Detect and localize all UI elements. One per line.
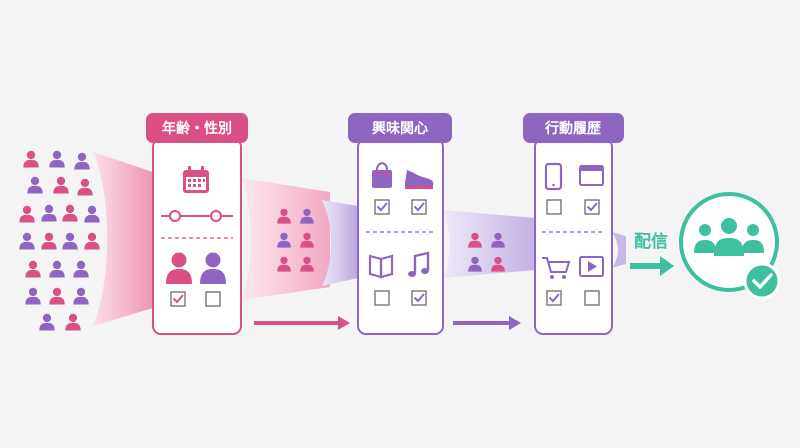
person-icon (41, 232, 57, 250)
person-icon (41, 204, 57, 222)
checkbox-music[interactable] (411, 290, 427, 306)
video-play-icon (579, 256, 604, 277)
calendar-icon (183, 166, 209, 193)
browser-window-icon (579, 165, 604, 186)
shopping-bag-icon (372, 162, 392, 188)
stage-label: 興味関心 (372, 121, 428, 137)
person-icon (25, 260, 41, 278)
stage-label-badge (523, 113, 624, 143)
person-icon (19, 205, 35, 223)
person-icon (49, 260, 65, 278)
person-icon (62, 204, 78, 222)
stage-label: 年齢・性別 (162, 120, 232, 137)
flow-arrow-1 (254, 316, 350, 330)
female-person-icon (166, 252, 192, 284)
person-icon (74, 152, 90, 170)
checkbox-male[interactable] (205, 291, 221, 307)
sneaker-icon (405, 170, 434, 189)
person-icon (19, 232, 35, 250)
funnel-segment-4 (443, 210, 535, 278)
checkbox-female[interactable] (170, 291, 186, 307)
book-icon (368, 254, 394, 279)
stage-label: 行動履歴 (544, 120, 601, 137)
deliver-section: 配信 (630, 192, 781, 300)
person-icon (84, 205, 100, 223)
person-icon (53, 176, 69, 194)
person-icon (49, 150, 65, 168)
music-note-icon (408, 251, 430, 277)
stage-label-badge (348, 113, 452, 143)
audience-crowd (19, 150, 100, 331)
flow-arrow-2 (453, 316, 521, 330)
funnel-segment-5 (612, 232, 626, 268)
smartphone-icon (544, 162, 563, 191)
checkbox-browser[interactable] (584, 199, 600, 215)
person-icon (23, 150, 39, 168)
shopping-cart-icon (542, 257, 571, 279)
person-icon (62, 232, 78, 250)
stage-card-behavior-history: 行動履歴 (523, 113, 624, 335)
deliver-label: 配信 (634, 231, 668, 252)
person-icon (73, 287, 89, 305)
checkbox-sneaker[interactable] (411, 199, 427, 215)
range-slider-icon (161, 210, 233, 222)
checkbox-smartphone[interactable] (546, 199, 562, 215)
person-icon (49, 287, 65, 305)
person-icon (27, 176, 43, 194)
person-icon (73, 260, 89, 278)
checkbox-book[interactable] (374, 290, 390, 306)
stage-label-badge (146, 113, 248, 143)
funnel-segment-3 (322, 200, 358, 286)
person-icon (84, 232, 100, 250)
checkbox-shopping[interactable] (374, 199, 390, 215)
group-check-icon (679, 192, 781, 300)
checkbox-cart[interactable] (546, 290, 562, 306)
person-icon (25, 287, 41, 305)
male-person-icon (200, 252, 226, 284)
stage-card-interests: 興味関心 (348, 113, 452, 335)
stage-card-age-gender: 年齢・性別 (146, 113, 248, 335)
funnel-segment-1 (93, 152, 153, 326)
checkbox-video[interactable] (584, 290, 600, 306)
person-icon (65, 313, 81, 331)
person-icon (77, 178, 93, 196)
person-icon (39, 313, 55, 331)
deliver-arrow (630, 256, 674, 276)
